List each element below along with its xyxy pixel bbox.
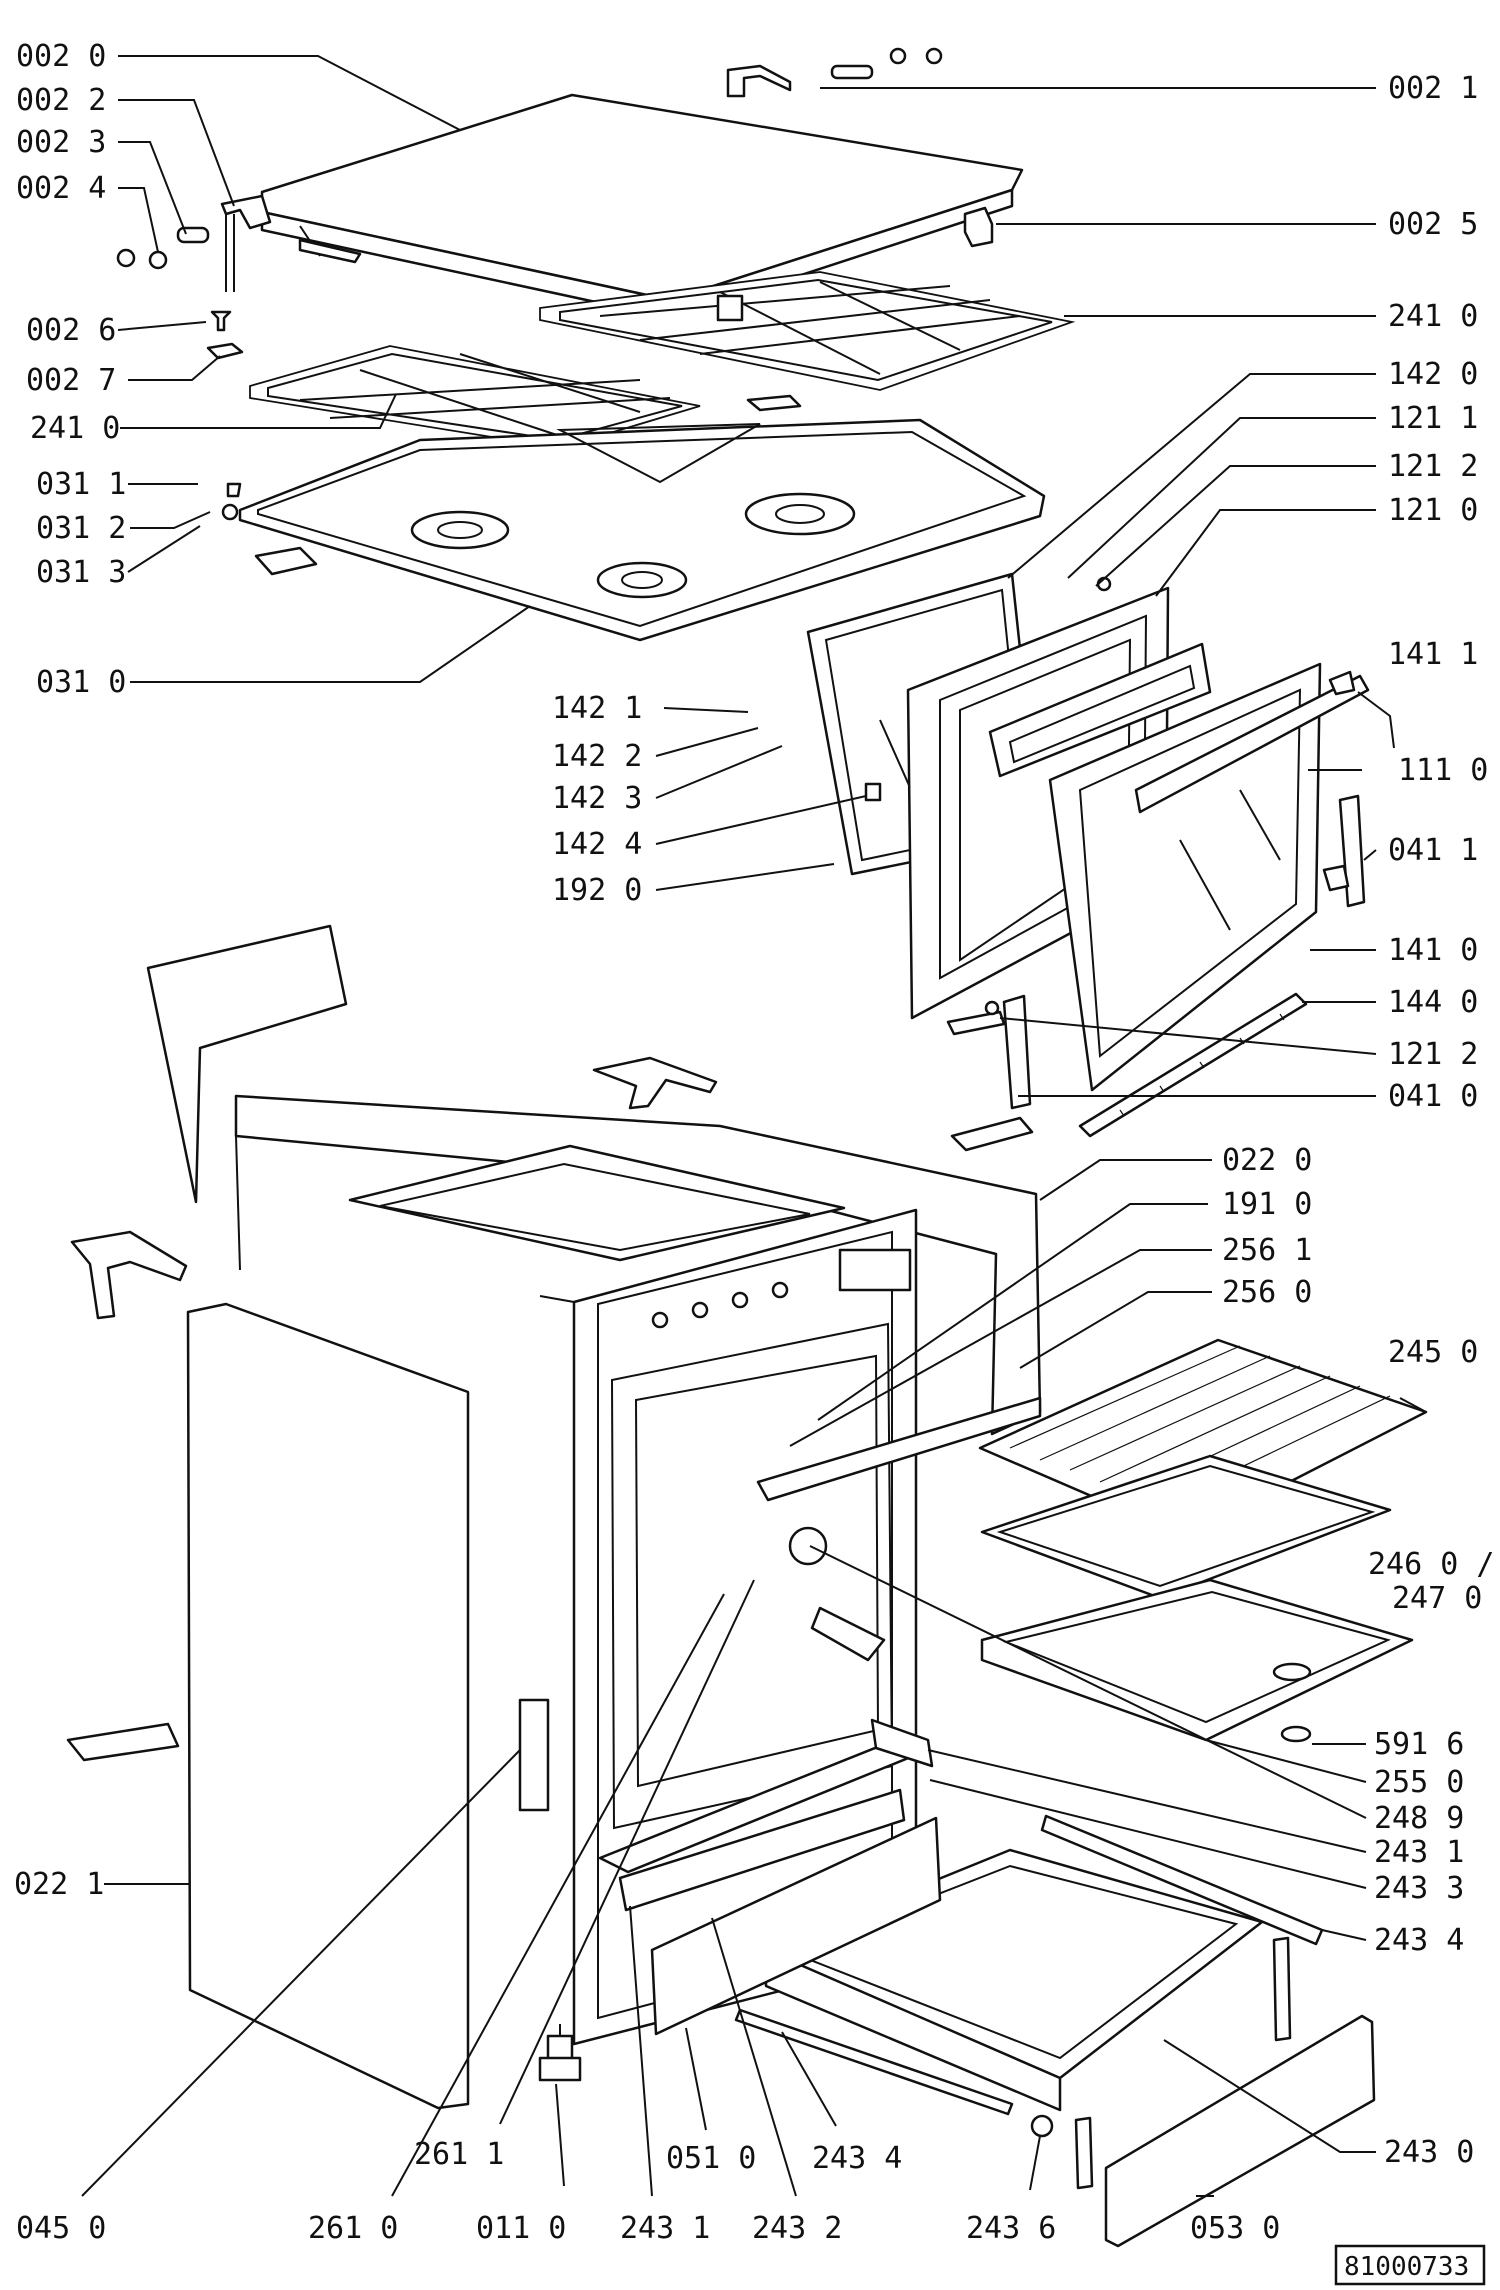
callout-label: 256 0 (1222, 1275, 1312, 1310)
part-adjustable-foot (538, 2024, 582, 2082)
callout-label: 121 0 (1388, 493, 1478, 528)
part-left-side-panel (66, 1302, 550, 2110)
callout-label: 192 0 (552, 873, 642, 908)
part-drip-tray (980, 1578, 1414, 1743)
callout-label: 142 2 (552, 739, 642, 774)
callout-label: 031 3 (36, 555, 126, 590)
part-lid-hinge-left (116, 194, 272, 292)
part-lid-hinge (726, 47, 943, 98)
document-number-box: 81000733 (1334, 2244, 1486, 2286)
callout-label: 243 3 (1374, 1871, 1464, 1906)
part-enamel-tray (980, 1454, 1392, 1600)
part-drawer-front (1104, 2014, 1376, 2248)
callout-label: 142 4 (552, 827, 642, 862)
callout-label: 243 0 (1384, 2135, 1474, 2170)
callout-label: 142 1 (552, 691, 642, 726)
callout-label: 045 0 (16, 2211, 106, 2246)
callout-label: 245 0 (1388, 1335, 1478, 1370)
callout-label: 002 5 (1388, 207, 1478, 242)
part-drawer-runners (598, 1718, 1324, 1946)
callout-label: 247 0 (1392, 1581, 1482, 1616)
callout-label: 248 9 (1374, 1801, 1464, 1836)
part-top-lid (260, 93, 1024, 320)
leader-lines (81, 55, 1427, 2197)
part-inner-front (650, 1816, 942, 2036)
callout-label: 243 4 (1374, 1923, 1464, 1958)
callout-label: 243 4 (812, 2141, 902, 2176)
callout-label: 041 1 (1388, 833, 1478, 868)
callout-label: 022 1 (14, 1867, 104, 1902)
callout-label: 011 0 (476, 2211, 566, 2246)
callout-label: 243 1 (1374, 1835, 1464, 1870)
part-hob-top (221, 418, 1046, 642)
callout-label: 142 0 (1388, 357, 1478, 392)
callout-label: 246 0 / (1368, 1547, 1494, 1582)
part-lid-screw-clip (206, 310, 244, 360)
callout-label: 142 3 (552, 781, 642, 816)
callout-label: 041 0 (1388, 1079, 1478, 1114)
callout-label: 031 2 (36, 511, 126, 546)
callout-label: 261 1 (414, 2137, 504, 2172)
part-pan-support-right (539, 271, 1076, 391)
callout-label: 256 1 (1222, 1233, 1312, 1268)
callout-label: 121 1 (1388, 401, 1478, 436)
callout-label: 051 0 (666, 2141, 756, 2176)
document-number: 81000733 (1344, 2252, 1469, 2282)
callout-label: 144 0 (1388, 985, 1478, 1020)
callout-label: 141 0 (1388, 933, 1478, 968)
callout-label: 002 2 (16, 83, 106, 118)
callout-label: 002 7 (26, 363, 116, 398)
callout-label: 243 1 (620, 2211, 710, 2246)
part-rear-brackets (70, 1056, 1034, 1320)
callout-label: 031 1 (36, 467, 126, 502)
callout-label: 002 0 (16, 39, 106, 74)
callout-label: 031 0 (36, 665, 126, 700)
callout-label: 022 0 (1222, 1143, 1312, 1178)
callout-label: 255 0 (1374, 1765, 1464, 1800)
callout-label: 243 6 (966, 2211, 1056, 2246)
part-lid-stop (963, 206, 994, 248)
callout-label: 111 0 (1398, 753, 1488, 788)
callout-label: 121 2 (1388, 449, 1478, 484)
callout-label: 241 0 (30, 411, 120, 446)
callout-label: 002 1 (1388, 71, 1478, 106)
callout-label: 591 6 (1374, 1727, 1464, 1762)
callout-label: 243 2 (752, 2211, 842, 2246)
callout-label: 241 0 (1388, 299, 1478, 334)
part-drawer-rod (734, 2008, 1054, 2138)
callout-label: 002 3 (16, 125, 106, 160)
part-door-hinges (946, 794, 1366, 1110)
callout-label: 191 0 (1222, 1187, 1312, 1222)
callout-label: 141 1 (1388, 637, 1478, 672)
callout-labels: 002 0 002 2 002 3 002 4 002 6 002 7 241 … (14, 39, 1494, 2246)
callout-label: 261 0 (308, 2211, 398, 2246)
callout-label: 002 4 (16, 171, 106, 206)
callout-label: 053 0 (1190, 2211, 1280, 2246)
part-door-outer-glass (1048, 662, 1370, 1092)
callout-label: 002 6 (26, 313, 116, 348)
callout-label: 121 2 (1388, 1037, 1478, 1072)
